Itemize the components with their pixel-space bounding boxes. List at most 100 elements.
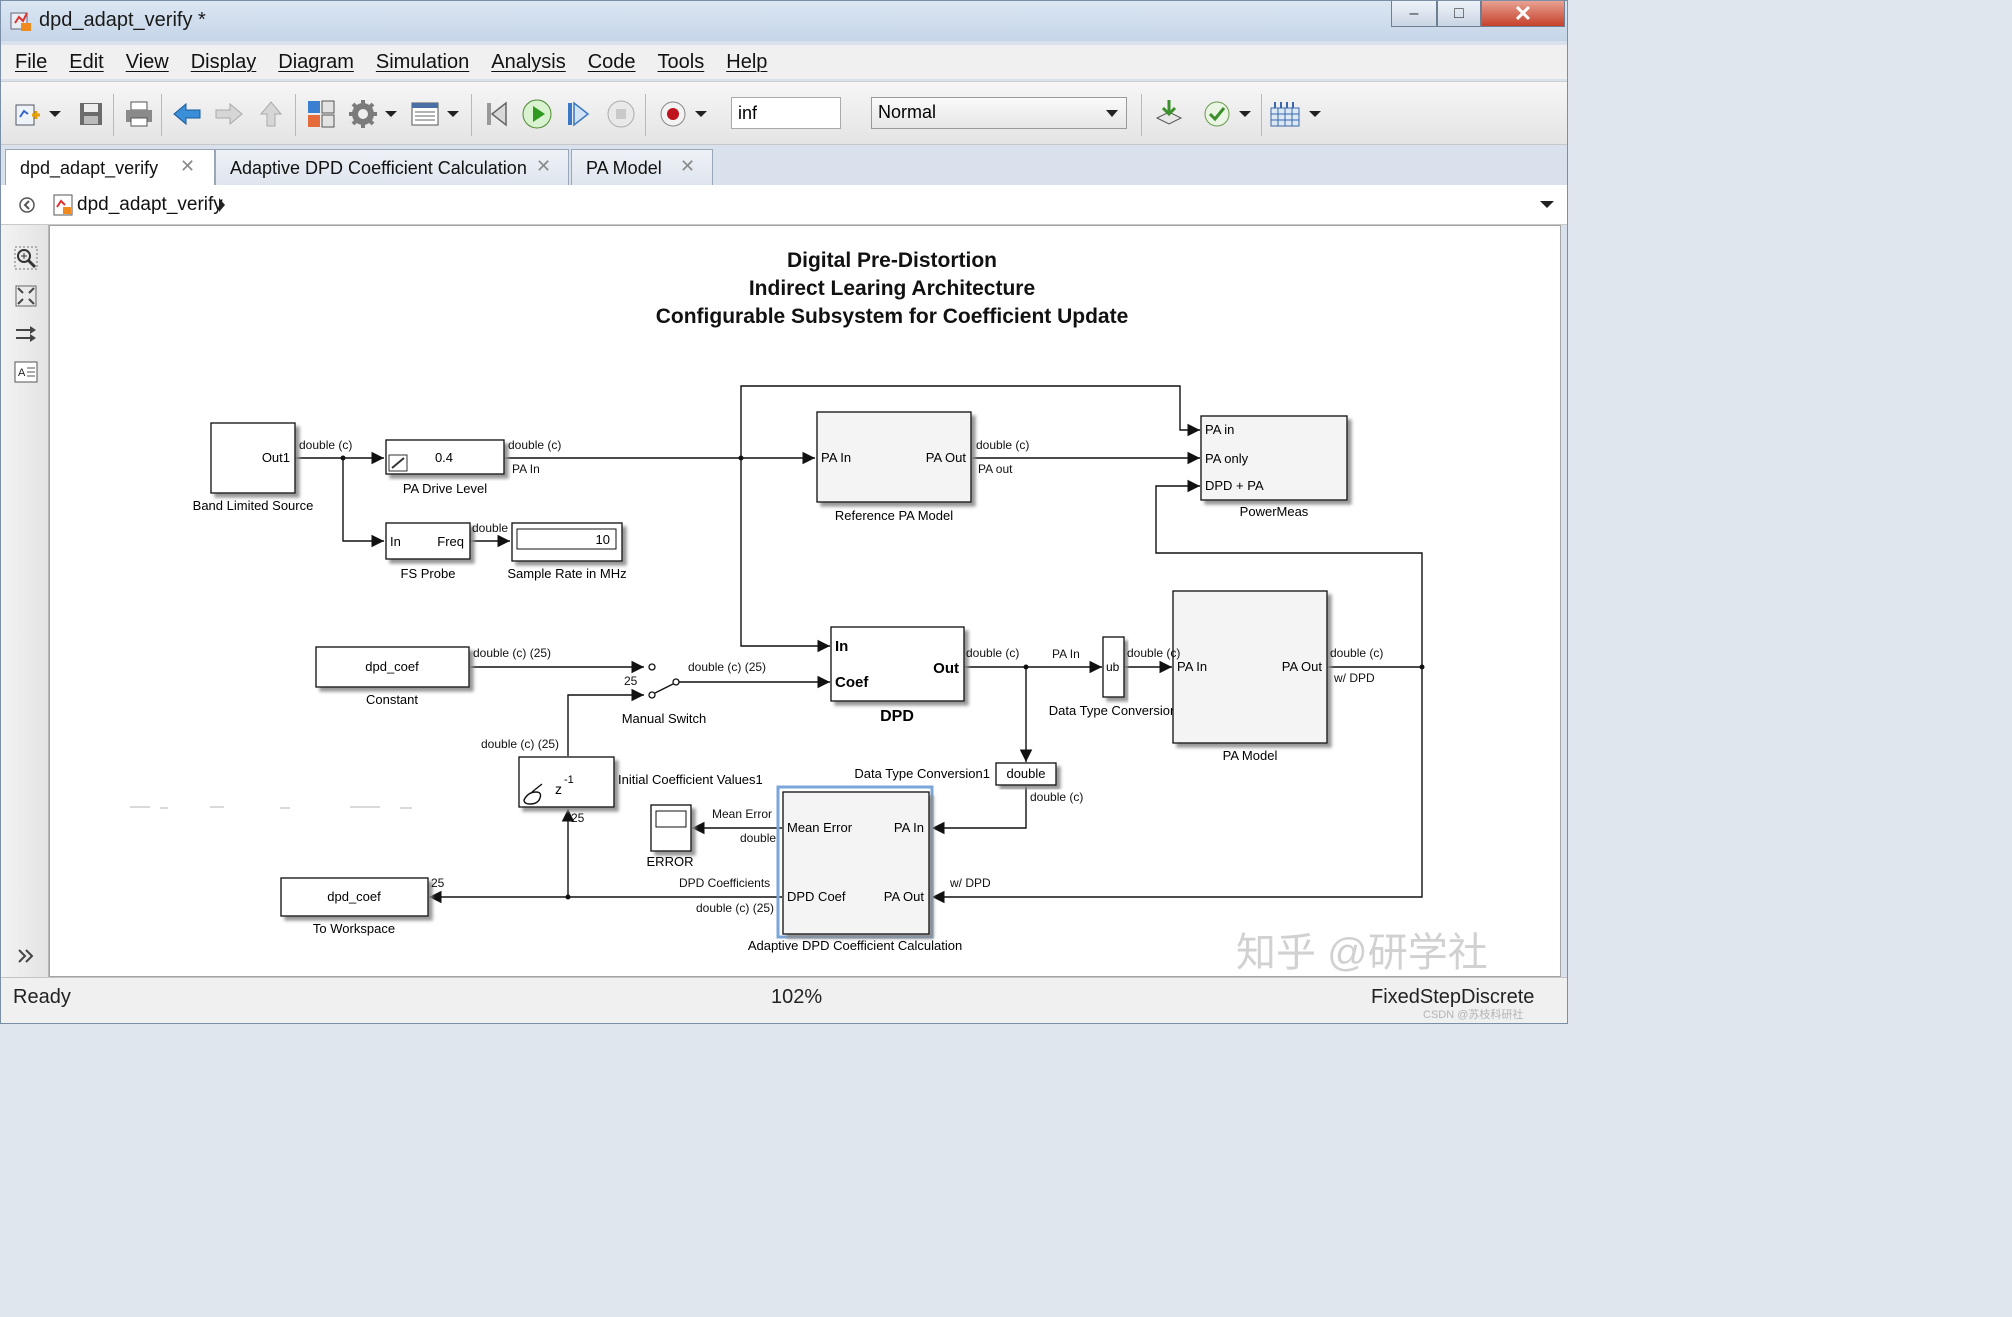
status-text: Ready [13, 986, 71, 1008]
port-label: PA In [821, 450, 851, 465]
model-icon [53, 194, 73, 216]
port-label: Mean Error [787, 820, 853, 835]
diagram-canvas[interactable]: Digital Pre-Distortion Indirect Learing … [49, 225, 1561, 977]
print-icon[interactable] [121, 96, 157, 132]
expand-toolstrip-icon[interactable] [13, 943, 39, 969]
signal-label: PA In [512, 462, 540, 476]
simulation-mode-select[interactable]: Normal [871, 97, 1127, 129]
run-icon[interactable] [519, 96, 555, 132]
chevron-right-icon[interactable] [217, 197, 227, 213]
signal-line[interactable] [740, 458, 830, 653]
port-label: PA Out [926, 450, 967, 465]
menu-tools[interactable]: Tools [657, 50, 705, 73]
fit-to-view-icon[interactable] [13, 283, 39, 309]
block-value: dpd_coef [365, 659, 419, 674]
signal-line[interactable] [567, 688, 644, 756]
signal-label: PA out [978, 462, 1013, 476]
step-back-icon[interactable] [479, 96, 515, 132]
annotation-icon[interactable]: A [13, 359, 39, 385]
data-type-conversion-block[interactable]: ub Data Type Conversion [1049, 636, 1177, 718]
back-arrow-icon[interactable] [169, 96, 205, 132]
pa-drive-level-block[interactable]: 0.4 PA Drive Level [385, 439, 505, 496]
menu-display[interactable]: Display [190, 50, 257, 73]
block-diagram: Out1 Band Limited Source 0.4 PA Drive Le… [130, 385, 1488, 975]
tab-close-icon[interactable]: ✕ [680, 156, 696, 176]
pa-model-block[interactable]: PA In PA Out PA Model [1172, 590, 1328, 763]
library-browser-icon[interactable] [303, 96, 339, 132]
up-arrow-icon[interactable] [253, 96, 289, 132]
dpd-block[interactable]: In Coef Out DPD [830, 626, 965, 725]
zoom-icon[interactable] [13, 245, 39, 271]
constant-block[interactable]: dpd_coef Constant [315, 646, 470, 707]
diagram-title-line-3: Configurable Subsystem for Coefficient U… [655, 305, 1129, 328]
initial-coefficient-block[interactable]: z -1 Initial Coefficient Values1 [518, 756, 763, 808]
status-bar: Ready 102% FixedStepDiscrete CSDN @苏枝科研社 [1, 977, 1567, 1023]
signal-line[interactable] [932, 667, 1423, 904]
forward-arrow-icon[interactable] [211, 96, 247, 132]
signal-table-icon[interactable] [1267, 96, 1303, 132]
settings-dropdown-icon[interactable] [381, 96, 401, 132]
close-button[interactable]: ✕ [1481, 1, 1565, 27]
step-forward-icon[interactable] [561, 96, 597, 132]
signal-label: double (c) [299, 438, 352, 452]
tab-close-icon[interactable]: ✕ [180, 156, 196, 176]
error-scope-block[interactable]: ERROR [647, 804, 694, 869]
menu-code[interactable]: Code [587, 50, 636, 73]
tab-dpd-adapt-verify[interactable]: dpd_adapt_verify ✕ [5, 149, 215, 186]
maximize-button[interactable]: □ [1437, 1, 1481, 27]
stop-time-input[interactable] [731, 97, 841, 129]
signal-label: 25 [624, 674, 638, 688]
route-lines-icon[interactable] [13, 321, 39, 347]
stop-icon[interactable] [603, 96, 639, 132]
powermeas-block[interactable]: PA in PA only DPD + PA PowerMeas [1200, 415, 1348, 519]
menu-analysis[interactable]: Analysis [491, 50, 566, 73]
manual-switch-block[interactable]: Manual Switch [622, 663, 707, 726]
signal-label: double (c) (25) [473, 646, 551, 660]
reference-pa-model-block[interactable]: PA In PA Out Reference PA Model [816, 411, 972, 523]
signal-line[interactable] [932, 786, 1027, 835]
save-icon[interactable] [73, 96, 109, 132]
to-workspace-block[interactable]: dpd_coef To Workspace [280, 877, 429, 936]
signal-line[interactable] [342, 458, 384, 548]
block-name: Adaptive DPD Coefficient Calculation [748, 938, 962, 953]
tab-pa-model[interactable]: PA Model ✕ [571, 149, 713, 185]
minimize-button[interactable]: – [1391, 1, 1437, 27]
table-dropdown-icon[interactable] [1305, 96, 1325, 132]
port-label: In [390, 534, 401, 549]
sample-rate-display-block[interactable]: 10 Sample Rate in MHz [507, 522, 627, 581]
menu-help[interactable]: Help [726, 50, 768, 73]
model-explorer-icon[interactable] [407, 96, 443, 132]
svg-text:A: A [18, 367, 26, 379]
tab-close-icon[interactable]: ✕ [536, 156, 552, 176]
new-model-icon[interactable] [9, 96, 45, 132]
settings-gear-icon[interactable] [345, 96, 381, 132]
port-label: Out1 [262, 450, 290, 465]
record-dropdown-icon[interactable] [691, 96, 711, 132]
menu-bar: File Edit View Display Diagram Simulatio… [1, 45, 1567, 79]
new-dropdown-icon[interactable] [45, 96, 65, 132]
data-type-conversion1-block[interactable]: double Data Type Conversion1 [854, 762, 1057, 786]
menu-simulation[interactable]: Simulation [375, 50, 470, 73]
menu-diagram[interactable]: Diagram [278, 50, 354, 73]
signal-label: double (c) (25) [688, 660, 766, 674]
menu-file[interactable]: File [15, 50, 48, 73]
signal-line[interactable] [740, 385, 1200, 458]
signal-line[interactable] [1155, 479, 1423, 667]
tab-adaptive-dpd[interactable]: Adaptive DPD Coefficient Calculation ✕ [215, 149, 569, 185]
record-icon[interactable] [655, 96, 691, 132]
menu-edit[interactable]: Edit [69, 50, 104, 73]
adaptive-dpd-block[interactable]: Mean Error PA In DPD Coef PA Out Adaptiv… [748, 785, 962, 953]
band-limited-source-block[interactable]: Out1 Band Limited Source [193, 422, 314, 513]
port-label: PA only [1205, 451, 1249, 466]
explorer-dropdown-icon[interactable] [443, 96, 463, 132]
check-model-icon[interactable] [1199, 96, 1235, 132]
menu-view[interactable]: View [125, 50, 169, 73]
breadcrumb-dropdown-icon[interactable] [1539, 199, 1555, 211]
hide-browser-icon[interactable] [17, 195, 37, 215]
diagram-title-line-2: Indirect Learing Architecture [748, 277, 1036, 300]
breadcrumb-model-name[interactable]: dpd_adapt_verify [77, 194, 223, 215]
fs-probe-block[interactable]: In Freq FS Probe [385, 522, 471, 581]
block-name: Data Type Conversion1 [854, 766, 990, 781]
check-dropdown-icon[interactable] [1235, 96, 1255, 132]
build-icon[interactable] [1151, 96, 1187, 132]
